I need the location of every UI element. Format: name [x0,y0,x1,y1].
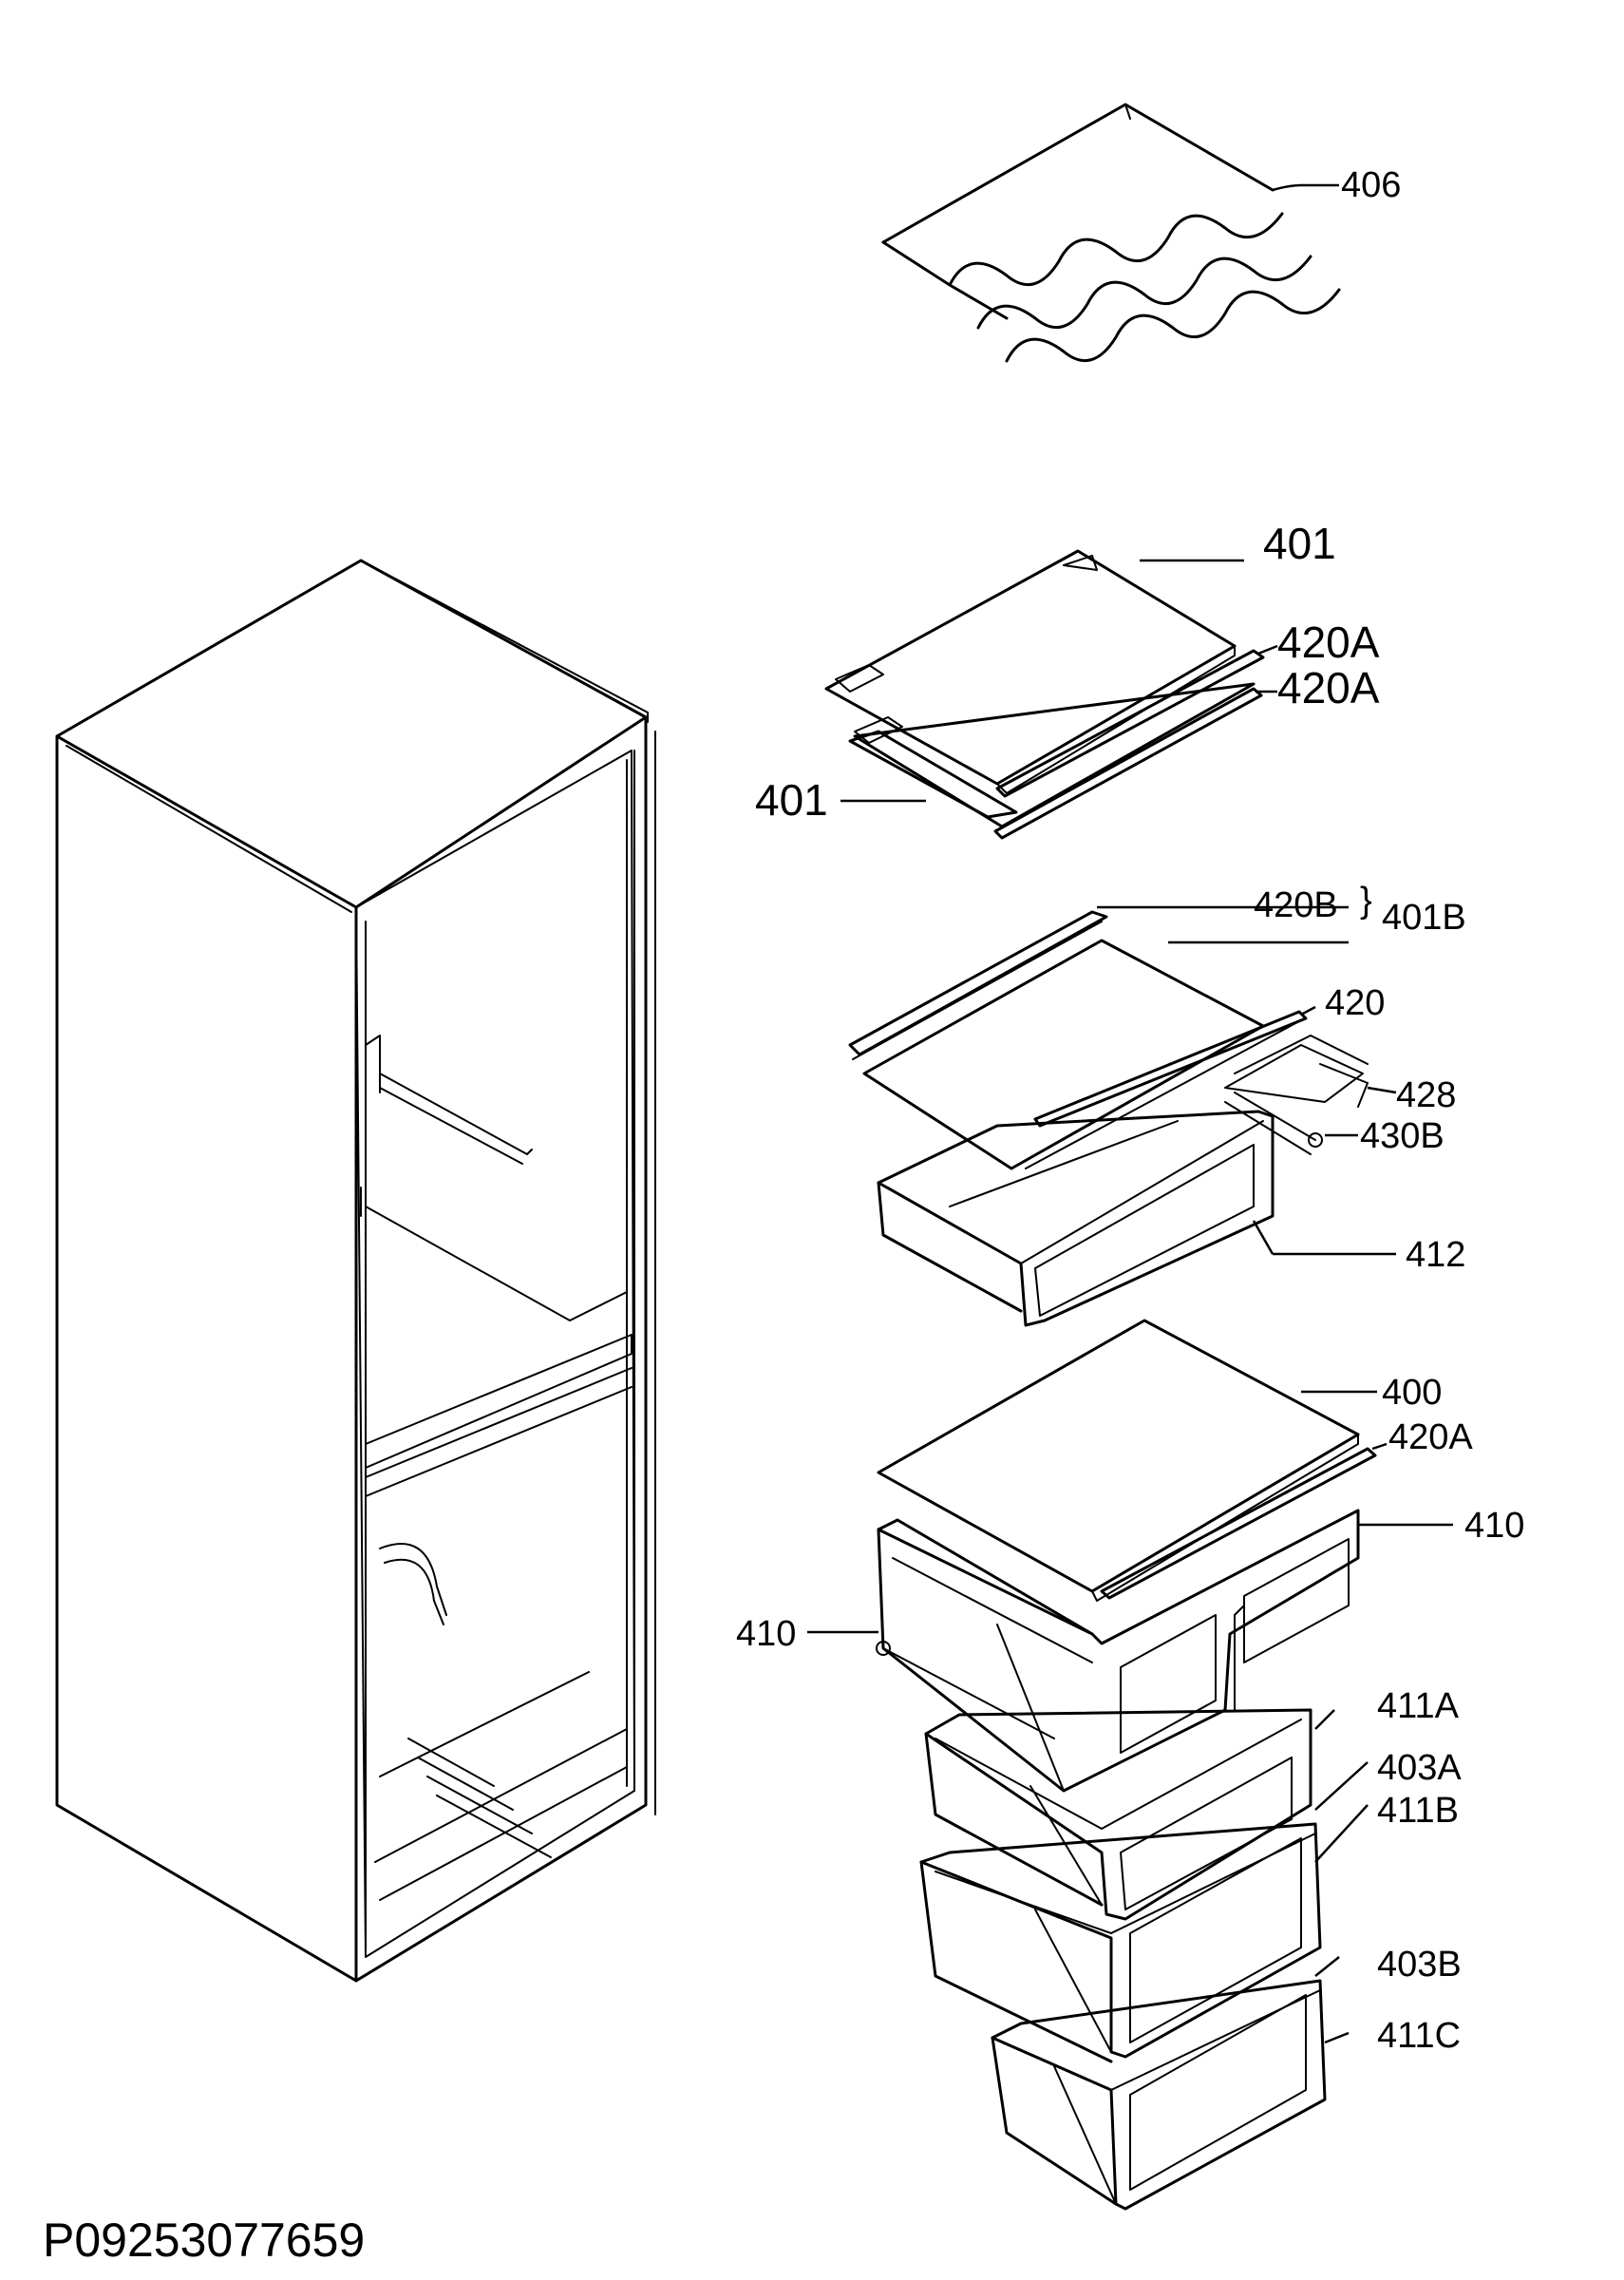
chiller-drawer-412 [877,1110,1275,1327]
label-401-top: 401 [1263,519,1336,568]
label-401B: 401B [1382,898,1466,938]
glass-shelf-401-lower [848,682,1256,828]
leader-lines [807,183,1453,2044]
glass-shelf-401-upper [824,549,1237,794]
label-420A-1: 420A [1277,618,1380,667]
label-403A: 403A [1377,1748,1462,1788]
glass-shelf-400 [877,1319,1377,1602]
label-412: 412 [1406,1235,1465,1275]
part-labels: 406 401 420A 420A 401 420B } 401B 420 42… [43,165,1524,2267]
brace-401B: } [1360,881,1372,921]
label-428: 428 [1396,1075,1456,1115]
shelf-trim-420A-pair [993,649,1265,840]
label-410-left: 410 [736,1614,796,1654]
freezer-drawer-411B [919,1822,1322,2063]
label-420A-2: 420A [1277,663,1380,712]
fridge-cabinet [55,559,656,1983]
label-420A-3: 420A [1388,1417,1473,1457]
drawer-rail-428-430B [1224,1035,1369,1155]
freezer-drawer-410 [876,1509,1360,1793]
wine-rack-406 [881,103,1341,363]
label-406: 406 [1341,165,1401,205]
label-403B: 403B [1377,1945,1462,1985]
label-400: 400 [1382,1373,1442,1413]
label-420B: 420B [1254,885,1338,925]
label-411A: 411A [1377,1686,1460,1726]
label-411B: 411B [1377,1791,1459,1831]
shelf-assembly-401B [848,910,1308,1170]
freezer-drawer-411A [924,1708,1312,1921]
label-430B: 430B [1360,1116,1445,1156]
label-420: 420 [1325,983,1385,1023]
document-code: P09253077659 [43,2214,365,2267]
label-401-left: 401 [755,775,828,825]
freezer-drawer-411C [991,1979,1327,2211]
label-411C: 411C [1377,2016,1461,2056]
label-410-right: 410 [1464,1506,1524,1546]
